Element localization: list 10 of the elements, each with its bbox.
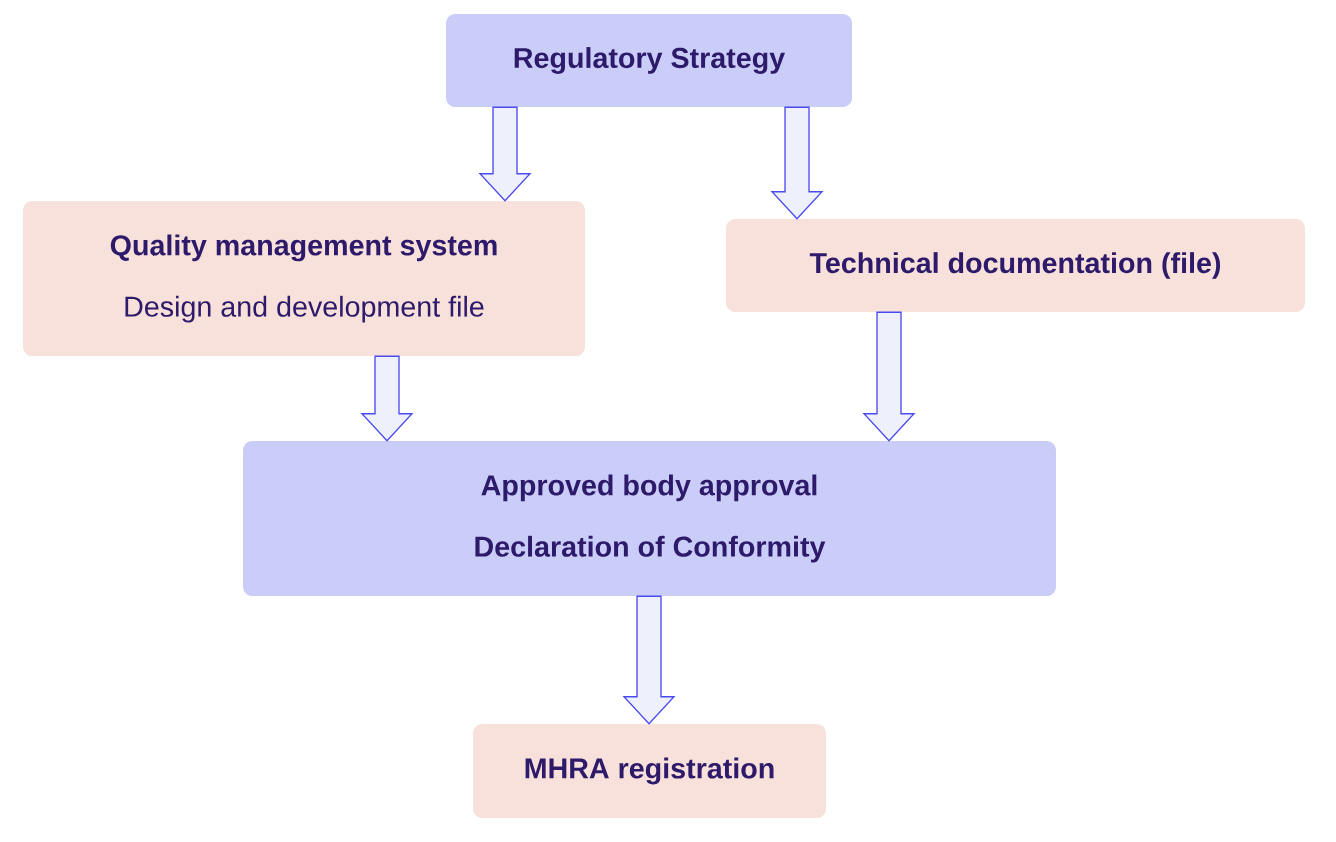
block-arrow xyxy=(478,106,532,202)
process-box: Quality management system Design and development file xyxy=(23,201,585,356)
process-box: MHRA registration xyxy=(473,724,826,818)
process-box: Regulatory Strategy xyxy=(446,14,852,107)
block-arrow xyxy=(770,106,824,220)
process-box: Approved body approval Declaration of Conformity xyxy=(243,441,1056,596)
block-arrow xyxy=(622,595,676,725)
block-arrow xyxy=(862,311,916,442)
block-arrow xyxy=(360,355,414,442)
process-box: Technical documentation (file) xyxy=(726,219,1305,312)
